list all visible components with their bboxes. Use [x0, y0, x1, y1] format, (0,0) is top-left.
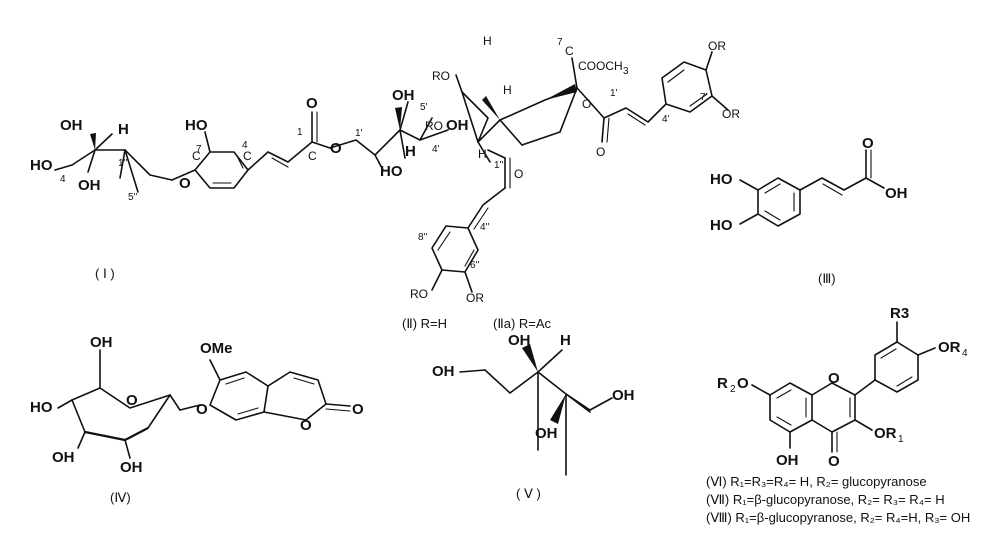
atom-oh: OH: [508, 332, 531, 349]
atom-h: H: [503, 83, 512, 97]
num-6pp: 6'': [470, 260, 479, 271]
num-8pp: 8'': [418, 232, 427, 243]
label-compound-viii: (Ⅷ) R₁=β-glucopyranose, R₂= R₄=H, R₃= OH: [706, 510, 970, 525]
atom-or: OR: [466, 291, 484, 305]
label-compound-i: ( Ⅰ ): [95, 266, 115, 281]
atom-o: O: [514, 167, 523, 181]
label-compound-iia: (Ⅱa) R=Ac: [493, 316, 552, 331]
atom-o: O: [596, 145, 605, 159]
atom-or: OR: [722, 107, 740, 121]
atom-r3: R3: [890, 305, 909, 322]
atom-o: O: [196, 401, 208, 418]
atom-or4: OR: [938, 339, 961, 356]
compound-i: OH H HO OH HO O C C O C O OH HO H OH 4 1…: [30, 87, 469, 281]
atom-oh: OH: [535, 425, 558, 442]
atom-oh: OH: [612, 387, 635, 404]
num-4pp: 4'': [480, 222, 489, 233]
atom-h: H: [478, 147, 487, 161]
atom-o: O: [179, 175, 191, 192]
atom-h: H: [118, 121, 129, 138]
atom-ho: HO: [185, 117, 208, 134]
atom-ho: HO: [710, 171, 733, 188]
atom-c: C: [565, 44, 574, 58]
atom-ro: RO: [410, 287, 428, 301]
atom-o: O: [828, 370, 840, 387]
label-compound-iv: (Ⅳ): [110, 490, 131, 505]
atom-ho: HO: [710, 217, 733, 234]
label-compound-iii: (Ⅲ): [818, 271, 836, 286]
num-4p: 4': [662, 114, 670, 125]
atom-h: H: [560, 332, 571, 349]
atom-ome: OMe: [200, 340, 233, 357]
atom-oh: OH: [432, 363, 455, 380]
compound-iv: OH HO OH OH O O OMe O O (Ⅳ): [30, 334, 364, 505]
atom-o: O: [582, 97, 591, 111]
compound-v: OH H OH OH OH ( Ⅴ ): [432, 332, 635, 501]
atom-c: C: [243, 149, 252, 163]
atom-oh: OH: [120, 459, 143, 476]
atom-oh: OH: [446, 117, 469, 134]
atom-oh: OH: [776, 452, 799, 469]
atom-h: H: [483, 34, 492, 48]
num-4: 4: [242, 140, 248, 151]
num-7: 7: [196, 144, 202, 155]
compound-ii: H RO RO H H O C 7 COOCH 3 O O 1' 4' 7' O…: [402, 34, 740, 331]
num-1: 1: [297, 127, 303, 138]
num-5pp: 5'': [128, 192, 137, 203]
label-compound-ii: (Ⅱ) R=H: [402, 316, 447, 331]
atom-c: C: [308, 149, 317, 163]
label-compound-vi: (Ⅵ) R₁=R₃=R₄= H, R₂= glucopyranose: [706, 474, 927, 489]
num-1pp: 1'': [494, 160, 503, 171]
atom-oh: OH: [60, 117, 83, 134]
num-7p: 7': [700, 92, 708, 103]
sub-3: 3: [623, 66, 629, 77]
atom-oh: OH: [90, 334, 113, 351]
atom-ro: RO: [432, 69, 450, 83]
atom-o: O: [352, 401, 364, 418]
atom-or1: OR: [874, 425, 897, 442]
num-1p: 1': [355, 128, 363, 139]
atom-c: C: [192, 149, 201, 163]
atom-ho: HO: [30, 399, 53, 416]
atom-or: OR: [708, 39, 726, 53]
atom-oh: OH: [392, 87, 415, 104]
atom-cooch3: COOCH: [578, 59, 623, 73]
atom-oh: OH: [885, 185, 908, 202]
atom-o: O: [306, 95, 318, 112]
num-4p: 4': [432, 144, 440, 155]
atom-o: O: [300, 417, 312, 434]
atom-r2o: R: [717, 375, 728, 392]
num-7c: 7: [557, 37, 563, 48]
num-4pp: 4: [60, 174, 66, 185]
label-compound-v: ( Ⅴ ): [516, 486, 541, 501]
atom-ro: RO: [425, 119, 443, 133]
atom-h: H: [405, 143, 416, 160]
atom-ho: HO: [380, 163, 403, 180]
label-compound-vii: (Ⅶ) R₁=β-glucopyranose, R₂= R₃= R₄= H: [706, 492, 945, 507]
sub-2: 2: [730, 384, 736, 395]
compound-vi-viii: R3 OR 4 R 2 O O OR 1 OH O (Ⅵ) R₁=R₃=R₄= …: [706, 305, 970, 525]
sub-4: 4: [962, 348, 968, 359]
atom-oh: OH: [52, 449, 75, 466]
atom-o: O: [828, 453, 840, 470]
atom-o: O: [862, 135, 874, 152]
atom-o: O: [330, 140, 342, 157]
atom-ho: HO: [30, 157, 53, 174]
atom-o: O: [126, 392, 138, 409]
num-1pp: 1'': [118, 158, 127, 169]
atom-oh: OH: [78, 177, 101, 194]
sub-1: 1: [898, 434, 904, 445]
atom-o: O: [737, 375, 749, 392]
compound-iii: HO HO O OH (Ⅲ): [710, 135, 908, 286]
num-1p: 1': [610, 88, 618, 99]
num-5p: 5': [420, 102, 428, 113]
